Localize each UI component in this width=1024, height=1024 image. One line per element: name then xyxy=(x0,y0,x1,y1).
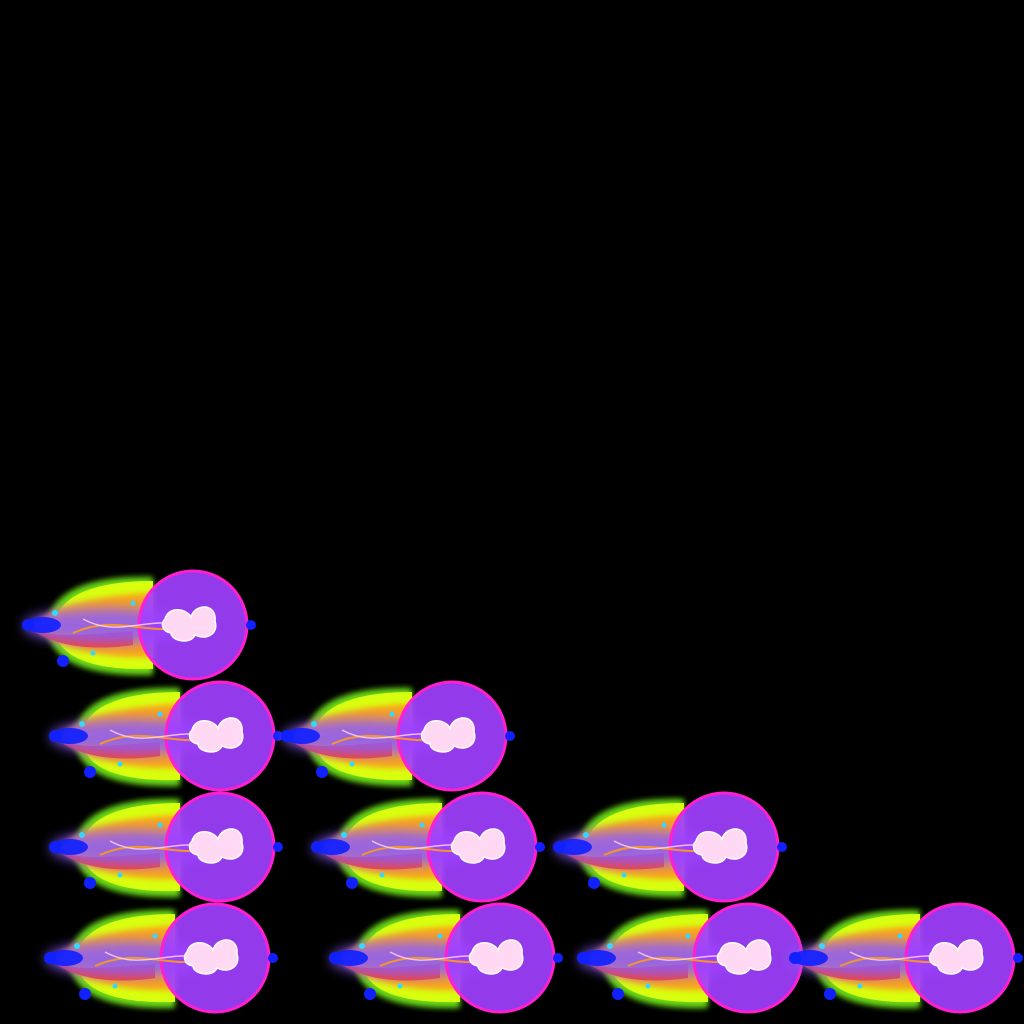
sparkle xyxy=(577,952,589,964)
core xyxy=(188,828,244,864)
sparkle xyxy=(437,933,443,939)
sparkle xyxy=(90,650,96,656)
sparkle xyxy=(74,943,80,949)
sparkle xyxy=(346,877,358,889)
sparkle xyxy=(117,872,123,878)
fireball-frame xyxy=(329,902,563,1014)
core xyxy=(188,717,244,753)
sparkle xyxy=(1013,953,1023,963)
tail-tip xyxy=(25,617,61,633)
sparkle xyxy=(311,841,323,853)
sparkle xyxy=(329,952,341,964)
sparkle xyxy=(789,952,801,964)
sparkle xyxy=(661,822,667,828)
sparkle xyxy=(535,842,545,852)
tail-tip xyxy=(47,950,83,966)
sparkle xyxy=(157,822,163,828)
tail-tip xyxy=(332,950,368,966)
tail-tip xyxy=(52,728,88,744)
core xyxy=(450,828,506,864)
sparkle xyxy=(389,711,395,717)
fireball-frame xyxy=(553,791,787,903)
sparkle xyxy=(117,761,123,767)
sparkle xyxy=(44,952,56,964)
fireball-frame xyxy=(49,791,283,903)
core xyxy=(468,939,524,975)
fireball-frame xyxy=(44,902,278,1014)
sparkle xyxy=(505,731,515,741)
sparkle xyxy=(57,655,69,667)
sparkle xyxy=(22,619,34,631)
sparkle xyxy=(152,933,158,939)
core xyxy=(692,828,748,864)
tail-tip xyxy=(580,950,616,966)
core xyxy=(183,939,239,975)
fireball-frame xyxy=(49,680,283,792)
sparkle xyxy=(685,933,691,939)
sparkle xyxy=(819,943,825,949)
tail-tip xyxy=(556,839,592,855)
sparkle xyxy=(112,983,118,989)
sparkle xyxy=(273,842,283,852)
sparkle xyxy=(79,832,85,838)
frames-layer xyxy=(22,569,1023,1014)
sparkle xyxy=(583,832,589,838)
sparkle xyxy=(621,872,627,878)
sparkle xyxy=(607,943,613,949)
sparkle xyxy=(359,943,365,949)
sparkle xyxy=(49,730,61,742)
sparkle xyxy=(824,988,836,1000)
sparkle xyxy=(311,721,317,727)
tail-tip xyxy=(52,839,88,855)
sparkle xyxy=(612,988,624,1000)
tail-tip xyxy=(314,839,350,855)
sparkle xyxy=(341,832,347,838)
core xyxy=(161,606,217,642)
core xyxy=(716,939,772,975)
sparkle xyxy=(273,731,283,741)
sparkle xyxy=(419,822,425,828)
sparkle xyxy=(397,983,403,989)
fireball-frame xyxy=(22,569,256,681)
sparkle xyxy=(553,953,563,963)
sparkle xyxy=(84,766,96,778)
sparkle xyxy=(268,953,278,963)
sparkle xyxy=(79,988,91,1000)
sparkle xyxy=(281,730,293,742)
sparkle xyxy=(349,761,355,767)
fireball-frame xyxy=(577,902,811,1014)
sparkle xyxy=(49,841,61,853)
fireball-frame xyxy=(311,791,545,903)
sparkle xyxy=(857,983,863,989)
sparkle xyxy=(777,842,787,852)
sparkle xyxy=(84,877,96,889)
tail-tip xyxy=(792,950,828,966)
core xyxy=(928,939,984,975)
sparkle xyxy=(588,877,600,889)
core xyxy=(420,717,476,753)
sparkle xyxy=(246,620,256,630)
tail-tip xyxy=(284,728,320,744)
sparkle xyxy=(364,988,376,1000)
sparkle xyxy=(553,841,565,853)
sparkle xyxy=(316,766,328,778)
sparkle xyxy=(79,721,85,727)
fireball-frame xyxy=(281,680,515,792)
sparkle xyxy=(52,610,58,616)
sparkle xyxy=(897,933,903,939)
fireball-frame xyxy=(789,902,1023,1014)
sparkle xyxy=(157,711,163,717)
sparkle xyxy=(645,983,651,989)
sparkle xyxy=(379,872,385,878)
sparkle xyxy=(130,600,136,606)
